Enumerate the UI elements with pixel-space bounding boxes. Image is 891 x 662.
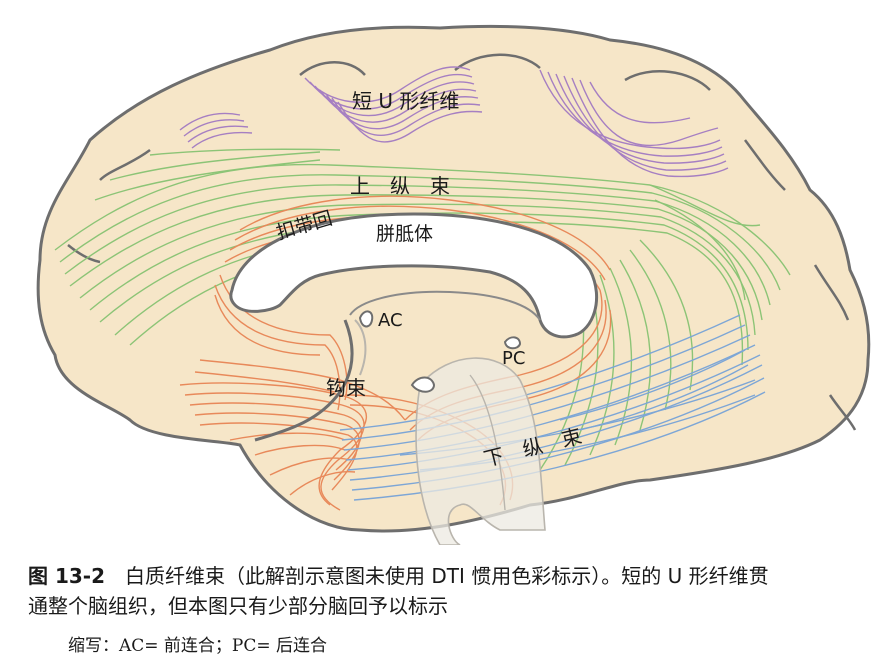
brainstem-inner-line <box>469 374 506 511</box>
white-matter-diagram: 短 U 形纤维 上 纵 束 扣带回 胼胝体 AC PC 钩束 下 纵 束 <box>36 24 871 545</box>
posterior-commissure-marker <box>503 336 522 350</box>
abbreviations: 缩写：AC= 前连合；PC= 后连合 <box>68 636 328 656</box>
figure-number: 图 13-2 <box>28 564 106 588</box>
label-short-u-fibers: 短 U 形纤维 <box>352 89 459 113</box>
label-pc: PC <box>502 348 525 369</box>
figure-caption: 图 13-2 白质纤维束（此解剖示意图未使用 DTI 惯用色彩标示）。短的 U 形… <box>28 561 888 621</box>
midbrain-notch <box>410 376 436 393</box>
superior-longitudinal-fasciculus <box>54 148 791 471</box>
label-corpus-callosum: 胼胝体 <box>376 223 433 245</box>
label-uncinate-fasciculus: 钩束 <box>326 376 366 400</box>
short-u-fibers <box>179 66 729 178</box>
anterior-commissure-marker <box>358 310 374 328</box>
septum-fornix <box>349 290 541 321</box>
sylvian-contour <box>254 319 354 442</box>
brainstem-outline <box>415 357 546 545</box>
fornix-column <box>354 319 367 376</box>
caption-line-1: 白质纤维束（此解剖示意图未使用 DTI 惯用色彩标示）。短的 U 形纤维贯 <box>125 564 769 588</box>
gyral-contours <box>67 53 857 431</box>
label-ac: AC <box>378 310 403 331</box>
label-superior-longitudinal-fasciculus: 上 纵 束 <box>350 174 450 198</box>
caption-line-2: 通整个脑组织，但本图只有少部分脑回予以标示 <box>28 594 448 618</box>
